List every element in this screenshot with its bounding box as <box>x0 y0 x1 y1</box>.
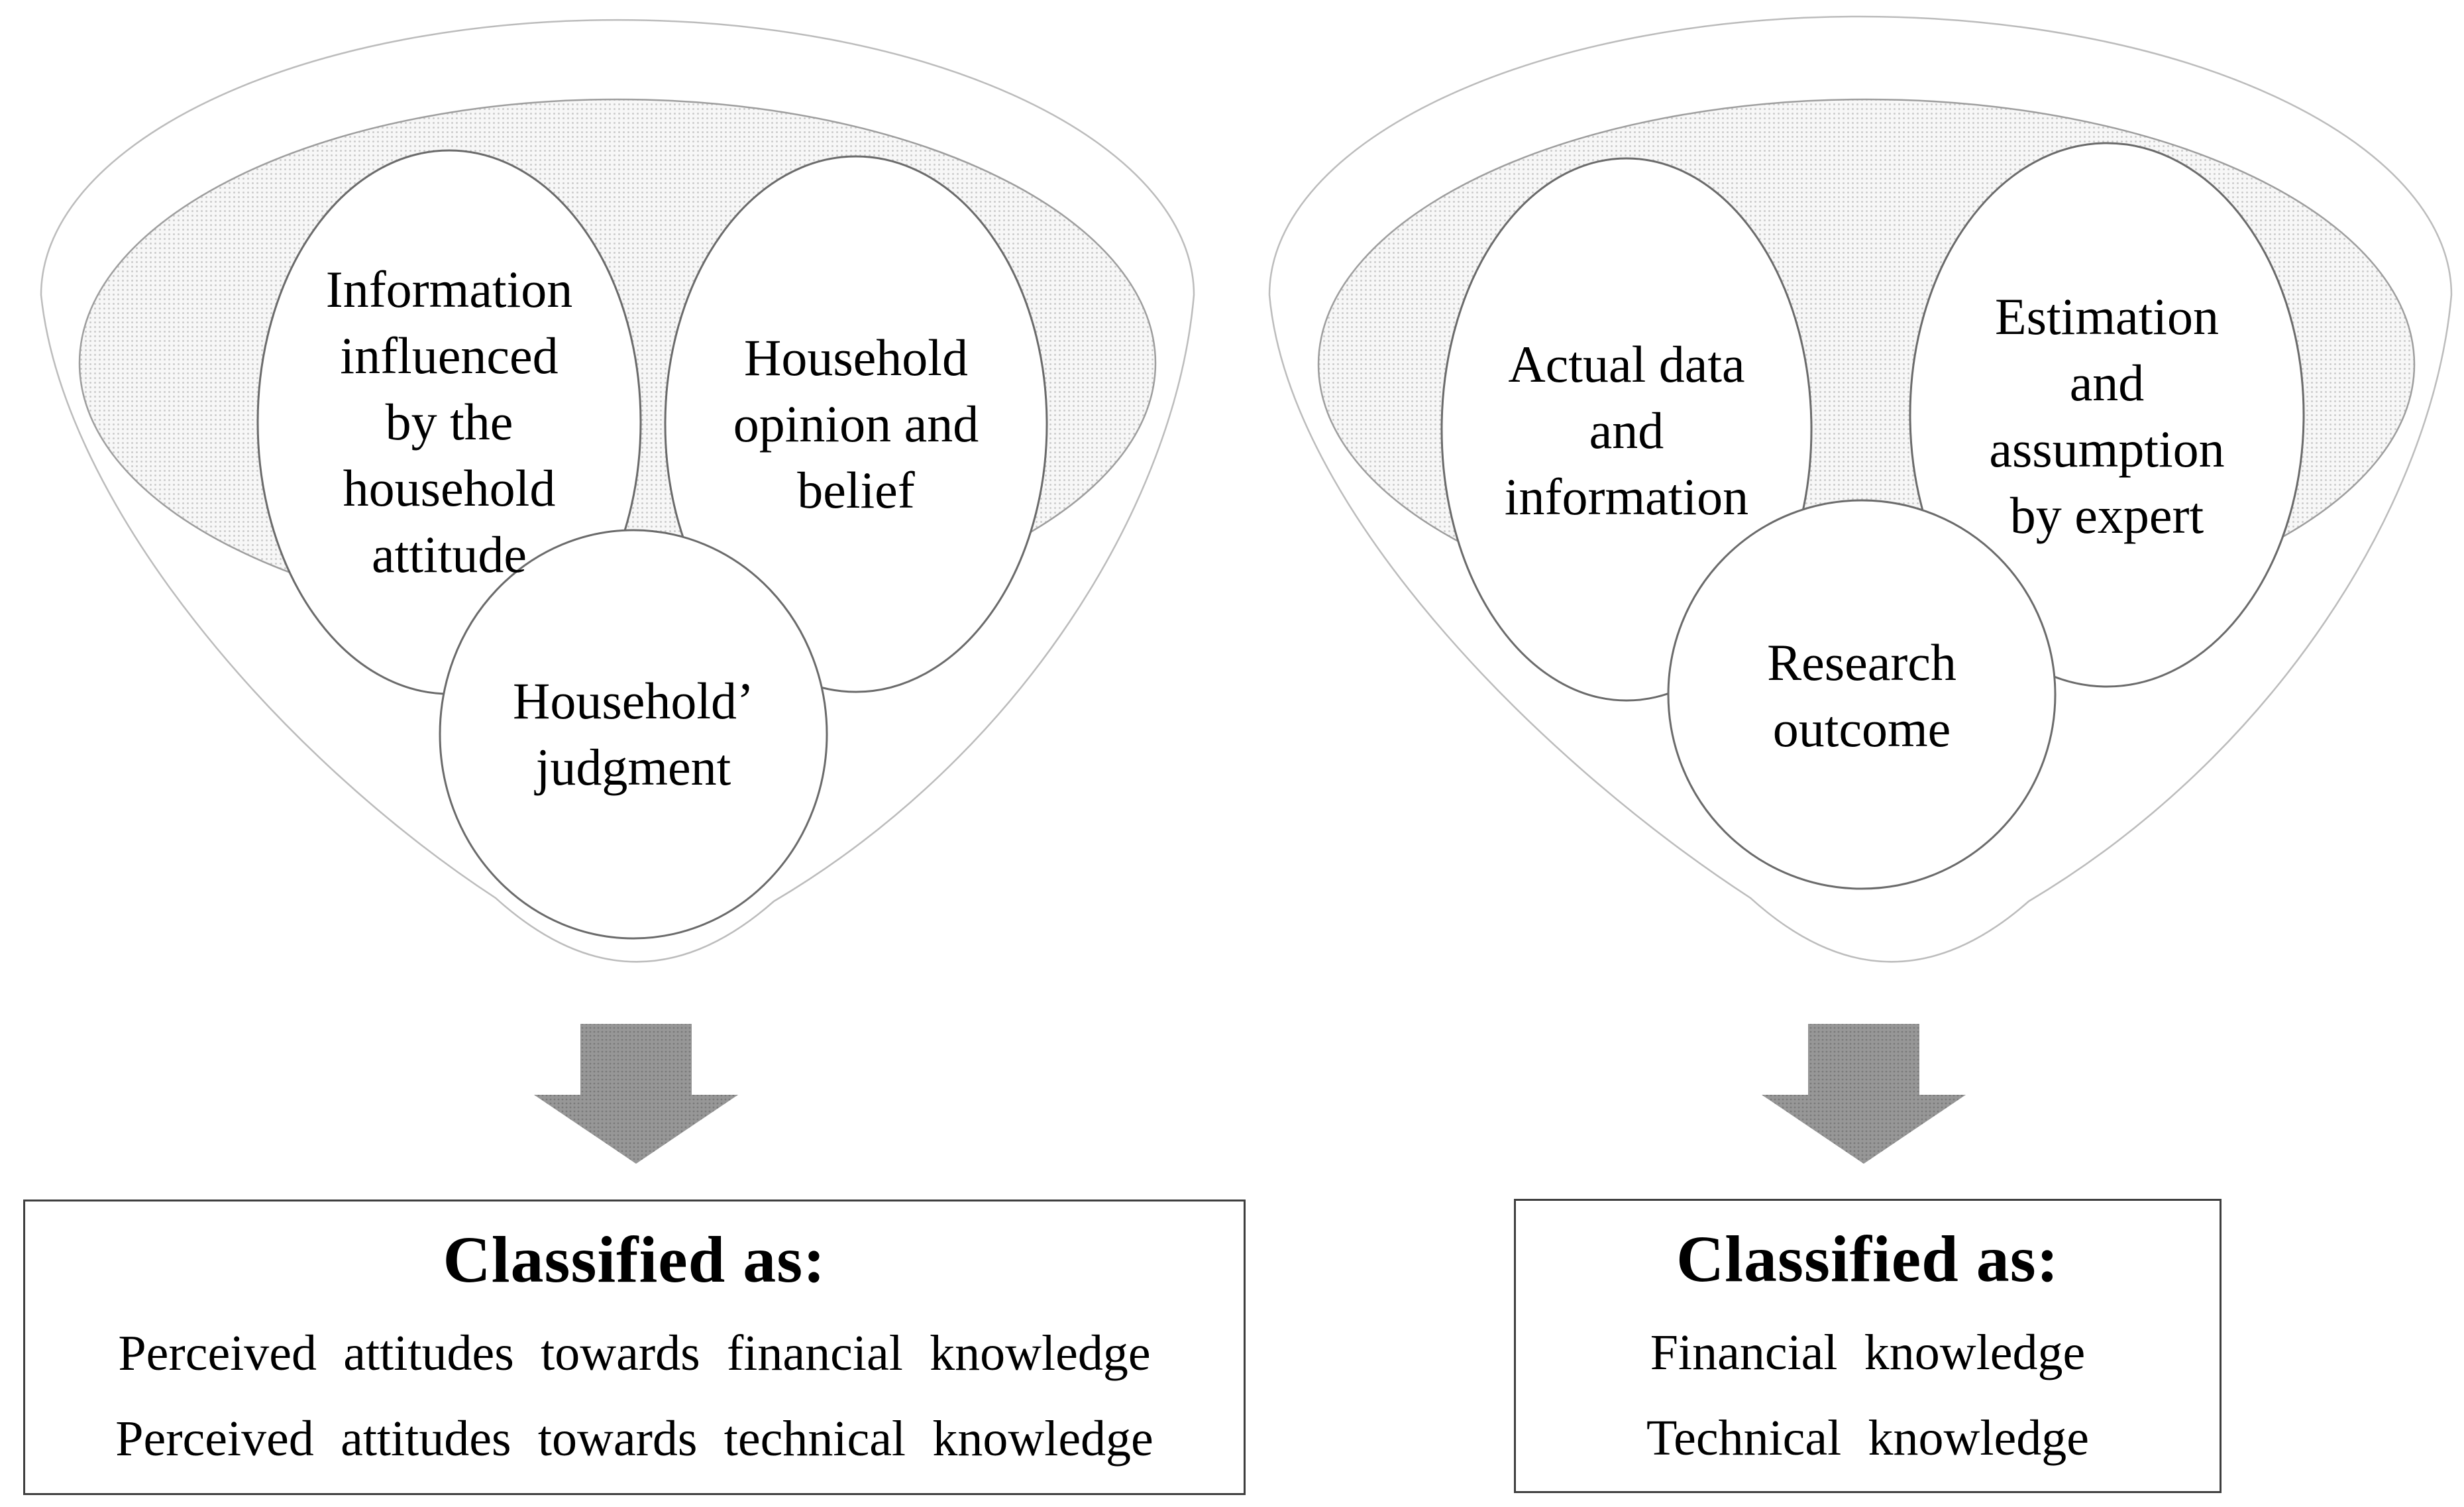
left-box-line-technical: Perceived attitudes towards technical kn… <box>115 1411 1153 1467</box>
right-circle-label-actual-data: Actual data and information <box>1504 335 1749 526</box>
right-classification-box: Classified as: Financial knowledge Techn… <box>1514 1199 2222 1493</box>
left-circle-label-judgment: Household’ judgment <box>513 672 754 796</box>
left-box-line-financial: Perceived attitudes towards financial kn… <box>118 1325 1151 1381</box>
left-box-heading: Classified as: <box>443 1223 826 1296</box>
right-circle-label-research-outcome: Research outcome <box>1767 634 1956 757</box>
left-circle-label-opinion-belief: Household opinion and belief <box>733 329 979 519</box>
right-box-line-technical: Technical knowledge <box>1646 1410 2090 1466</box>
right-box-heading: Classified as: <box>1676 1222 2059 1296</box>
right-box-line-financial: Financial knowledge <box>1650 1325 2086 1380</box>
right-circle-estimation-expert <box>1909 142 2305 688</box>
left-circle-judgment <box>439 529 828 940</box>
right-circle-label-estimation-expert: Estimation and assumption by expert <box>1989 288 2225 544</box>
left-down-arrow-icon <box>534 1024 738 1164</box>
left-classification-box: Classified as: Perceived attitudes towar… <box>23 1200 1246 1495</box>
right-down-arrow-icon <box>1762 1024 1966 1164</box>
left-circle-label-information-attitude: Information influenced by the household … <box>325 260 573 583</box>
left-circle-opinion-belief <box>664 155 1048 693</box>
right-circle-research-outcome <box>1667 499 2057 890</box>
